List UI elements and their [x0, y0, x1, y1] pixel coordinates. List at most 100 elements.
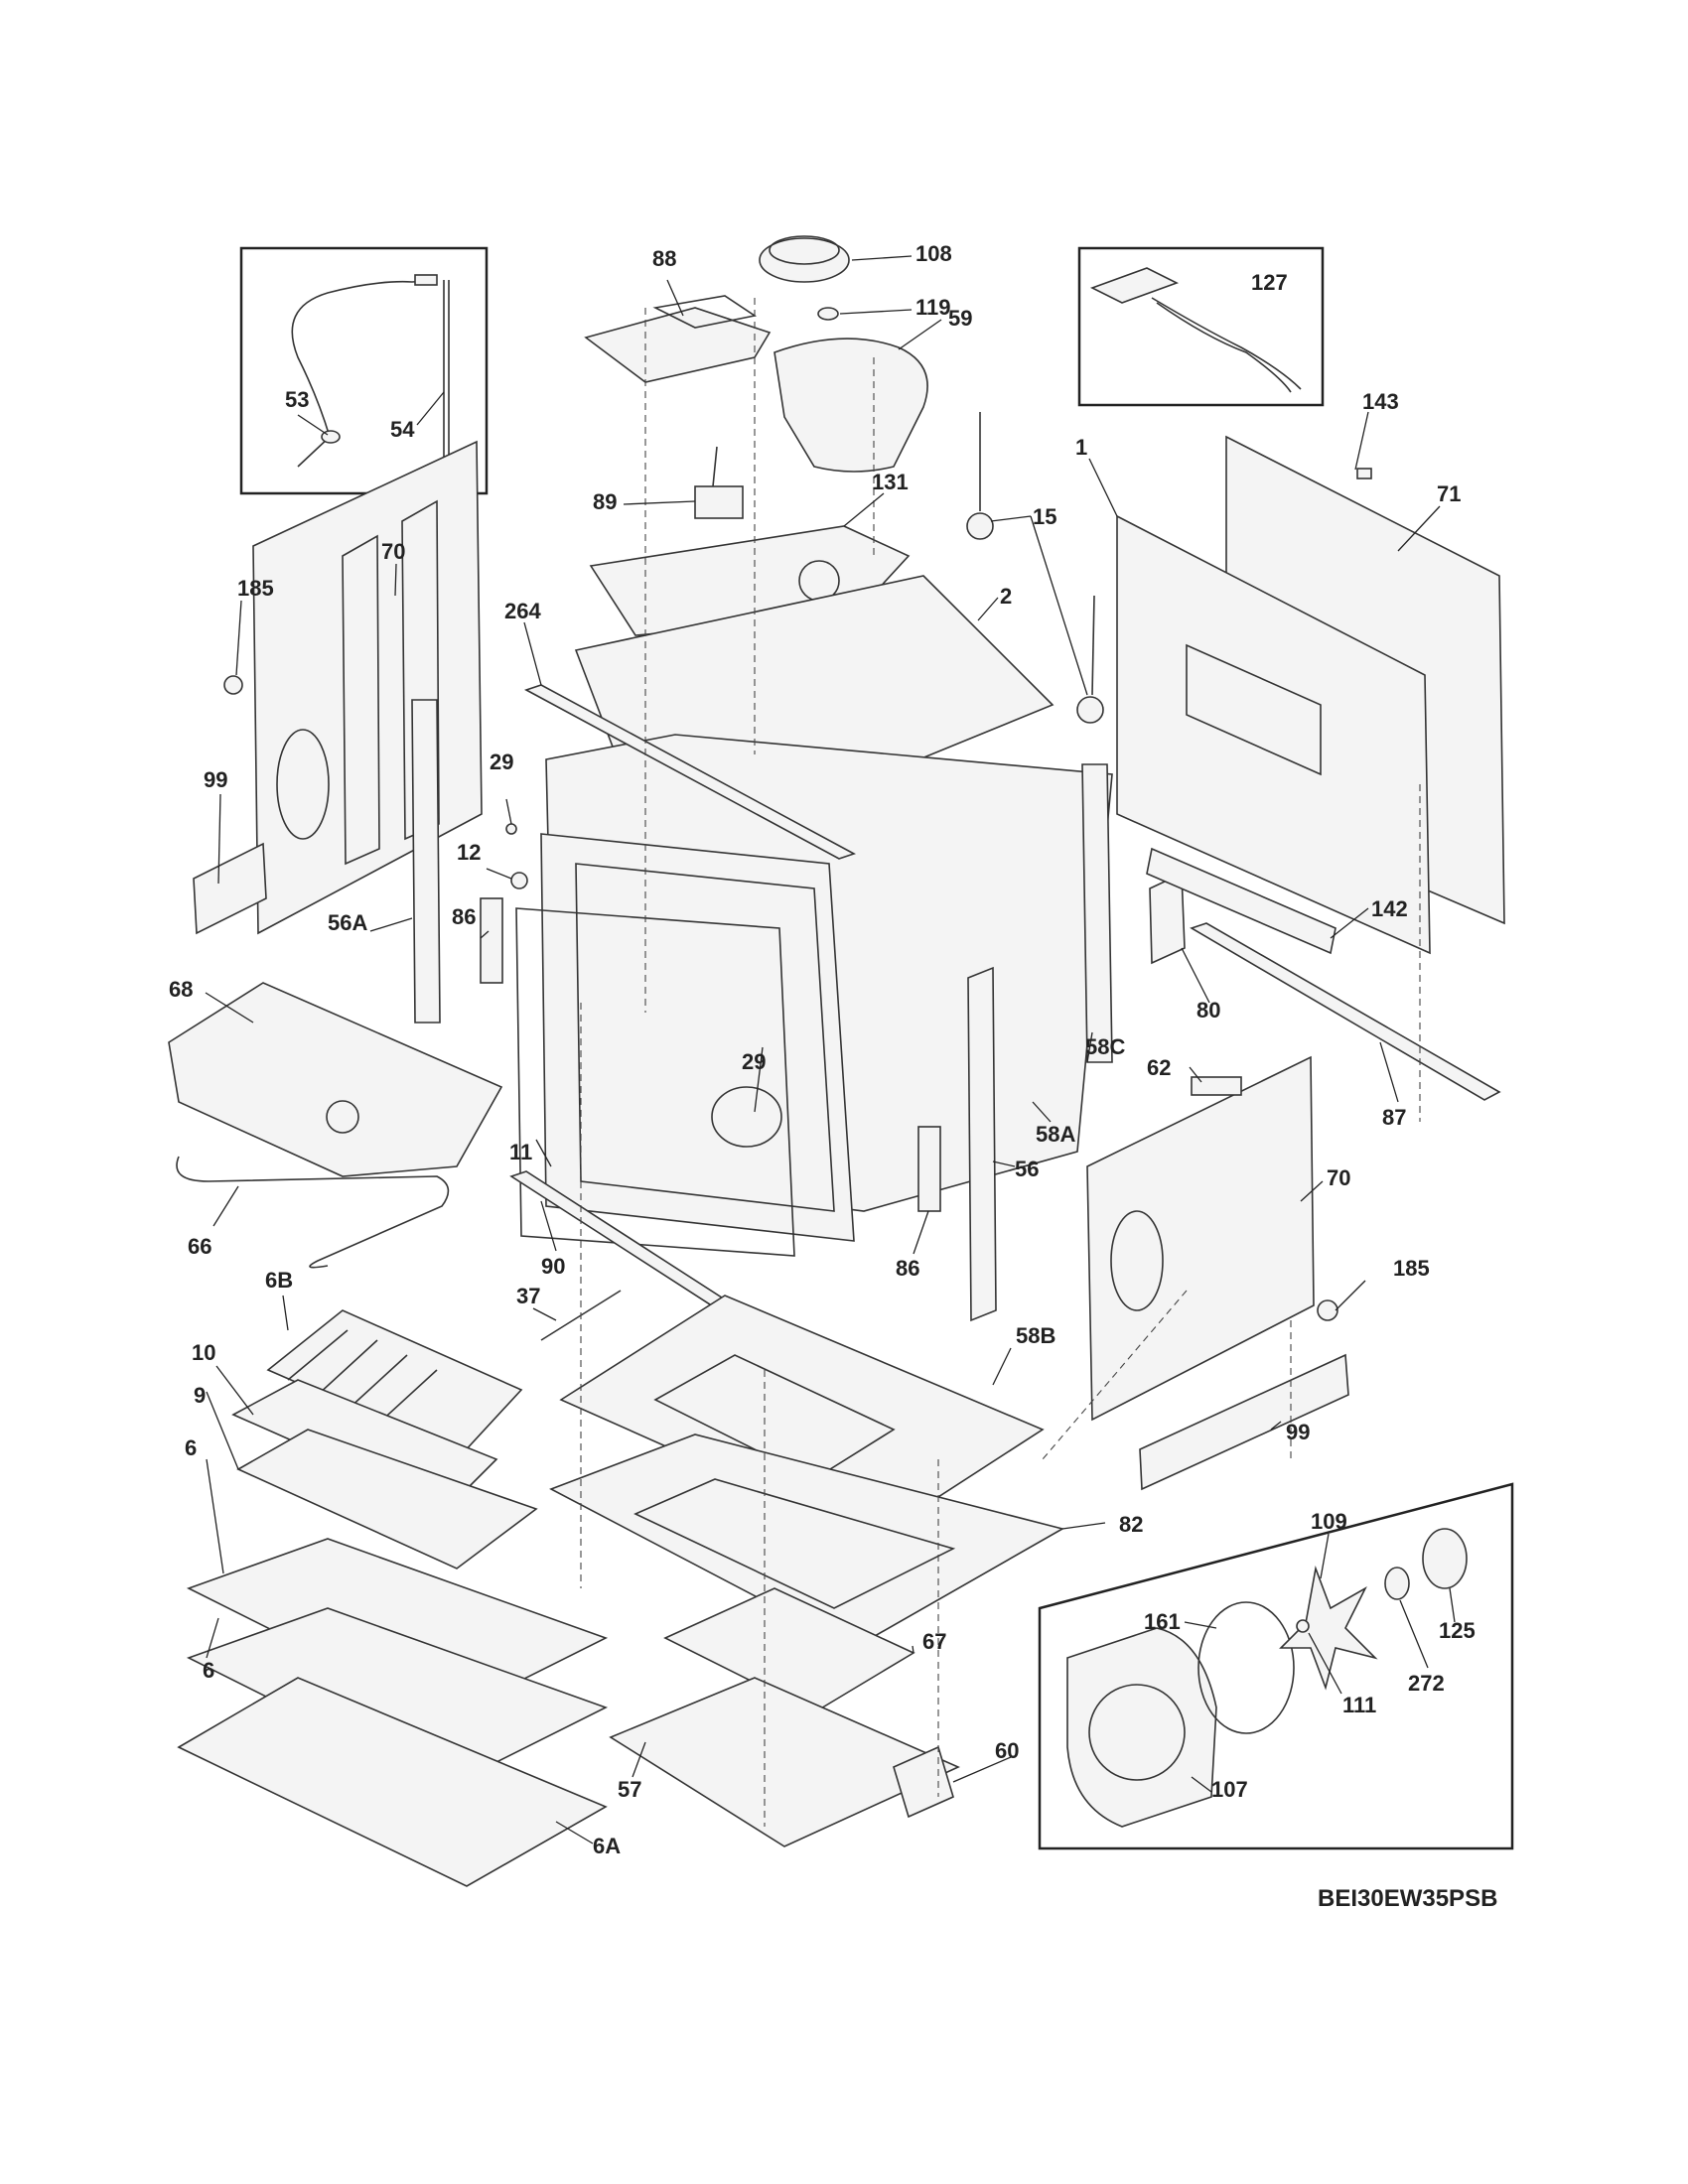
leader-29-bottom — [754, 1046, 764, 1113]
right-panel-window — [1110, 1210, 1164, 1311]
callout-88: 88 — [652, 246, 676, 271]
leader-108 — [851, 255, 913, 261]
right-bushing — [1317, 1299, 1338, 1321]
callout-89: 89 — [593, 489, 617, 514]
air-duct — [584, 307, 772, 383]
callout-70-right: 70 — [1327, 1165, 1350, 1190]
right-side-panel-group — [1086, 1055, 1349, 1491]
callout-54: 54 — [390, 417, 415, 442]
callout-12: 12 — [457, 840, 481, 865]
callout-264: 264 — [504, 599, 541, 623]
hinge-receiver-right — [917, 1126, 941, 1212]
leader-86-right — [913, 1210, 929, 1255]
callout-66: 66 — [188, 1234, 211, 1259]
top-trim-rail — [523, 684, 857, 860]
callout-1: 1 — [1075, 435, 1087, 460]
fan-cover-grille — [1088, 1684, 1186, 1781]
leader-6-top — [206, 1458, 224, 1574]
callout-57: 57 — [618, 1777, 641, 1802]
oven-lights — [966, 412, 1104, 724]
callout-131: 131 — [872, 470, 909, 494]
leader-6A — [555, 1821, 594, 1844]
callout-10: 10 — [192, 1340, 215, 1365]
leader-71 — [1397, 505, 1441, 552]
leader-119 — [839, 309, 913, 315]
leader-185-right — [1335, 1280, 1366, 1311]
leader-6B — [282, 1295, 289, 1331]
callout-67: 67 — [922, 1629, 946, 1654]
leader-10 — [215, 1365, 254, 1416]
broil-cover-hole — [326, 1100, 359, 1134]
clip — [1356, 468, 1372, 479]
broil-element-group — [168, 982, 503, 1269]
alignment-lines — [580, 298, 1421, 1827]
convection-fan-cover — [1066, 1627, 1217, 1828]
switch-lead — [712, 446, 718, 487]
bottom-assembly — [540, 1290, 1065, 1847]
callout-62: 62 — [1147, 1055, 1171, 1080]
leader-58B — [992, 1347, 1012, 1386]
leader-264 — [523, 621, 542, 686]
leader-111 — [1308, 1632, 1342, 1695]
callout-6-bottom: 6 — [203, 1658, 214, 1683]
callout-37: 37 — [516, 1284, 540, 1308]
callout-11: 11 — [509, 1140, 532, 1164]
leader-9 — [206, 1391, 239, 1470]
oven-cavity-front — [540, 833, 855, 1242]
callout-58B: 58B — [1016, 1323, 1055, 1348]
leader-62 — [1189, 1066, 1202, 1083]
oven-light-2 — [1076, 696, 1104, 724]
callout-109: 109 — [1311, 1509, 1347, 1534]
callout-53: 53 — [285, 387, 309, 412]
callout-99-left: 99 — [204, 767, 227, 792]
thermal-switch — [694, 485, 744, 519]
callout-125: 125 — [1439, 1618, 1476, 1643]
left-panel-window — [276, 729, 330, 840]
callout-161: 161 — [1144, 1609, 1181, 1634]
leader-125 — [1449, 1587, 1456, 1623]
callout-80: 80 — [1196, 998, 1220, 1023]
left-rack-support — [411, 699, 441, 1024]
callout-56A: 56A — [328, 910, 367, 935]
callout-6-top: 6 — [185, 1435, 197, 1460]
callout-59: 59 — [948, 306, 972, 331]
rear-panel — [1116, 514, 1431, 955]
probe-plug — [414, 274, 438, 286]
callout-111: 111 — [1342, 1693, 1376, 1717]
hinge-receiver-left — [480, 897, 503, 984]
leader-185-left — [235, 600, 242, 676]
leader-99-right — [1270, 1421, 1282, 1431]
side-insulation — [1081, 763, 1113, 1063]
door-gasket — [515, 907, 795, 1257]
broil-element — [176, 1156, 450, 1269]
leader-56 — [992, 1160, 1016, 1167]
screw — [505, 823, 517, 835]
leader-70-left — [394, 563, 397, 597]
probe-cable — [443, 280, 450, 486]
convection-fan-inset — [1038, 1482, 1514, 1850]
leader-90 — [540, 1200, 557, 1252]
harness-wires-2 — [1156, 302, 1292, 393]
leader-87 — [1379, 1041, 1399, 1103]
rear-panels — [1116, 435, 1505, 955]
callout-29-top: 29 — [490, 750, 513, 774]
align-9 — [1042, 1290, 1188, 1460]
leader-68 — [205, 992, 254, 1024]
racks-and-pans — [177, 1309, 609, 1887]
broil-cover — [168, 982, 503, 1177]
terminal-block — [1191, 1076, 1242, 1096]
fan-spacer — [1384, 1567, 1410, 1600]
callout-6A: 6A — [593, 1834, 621, 1858]
callout-58C: 58C — [1085, 1034, 1125, 1059]
leader-59 — [898, 319, 942, 350]
leader-58C — [1086, 1031, 1093, 1063]
grid-bars — [287, 1329, 438, 1426]
convection-element — [1197, 1601, 1295, 1734]
leader-lines — [205, 255, 1456, 1844]
callout-29-bottom: 29 — [742, 1049, 766, 1074]
blower-wheel-nut — [817, 307, 839, 321]
leader-2 — [977, 597, 999, 621]
leader-29-top — [505, 798, 512, 825]
callout-56: 56 — [1015, 1157, 1039, 1181]
